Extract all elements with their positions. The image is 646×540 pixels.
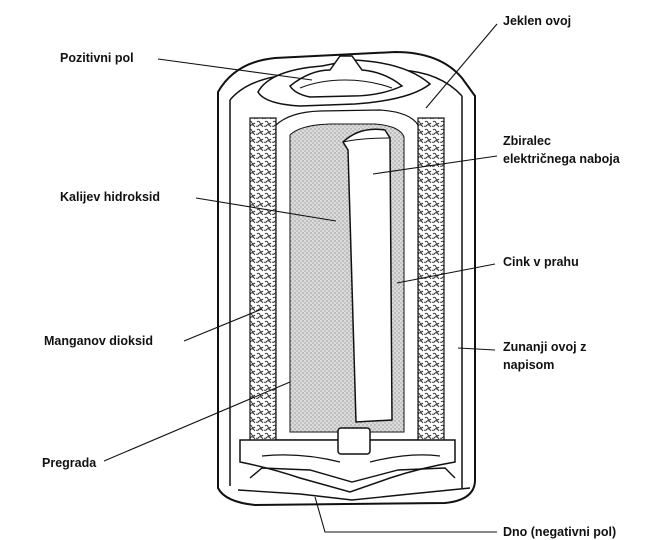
label-zinc: Cink v prahu	[503, 255, 579, 269]
label-collector-line2: električnega naboja	[503, 152, 621, 166]
label-collector-line1: Zbiralec	[503, 134, 551, 148]
label-bottom: Dno (negativni pol)	[503, 525, 616, 539]
mno2-layer-left	[250, 118, 276, 443]
label-outer-line2: napisom	[503, 358, 554, 372]
label-separator: Pregrada	[42, 456, 97, 470]
label-outer-line1: Zunanji ovoj z	[503, 340, 586, 354]
label-mno2: Manganov dioksid	[44, 334, 153, 348]
label-koh: Kalijev hidroksid	[60, 190, 160, 204]
label-positive-pole: Pozitivni pol	[60, 51, 134, 65]
label-steel-case: Jeklen ovoj	[503, 14, 571, 28]
